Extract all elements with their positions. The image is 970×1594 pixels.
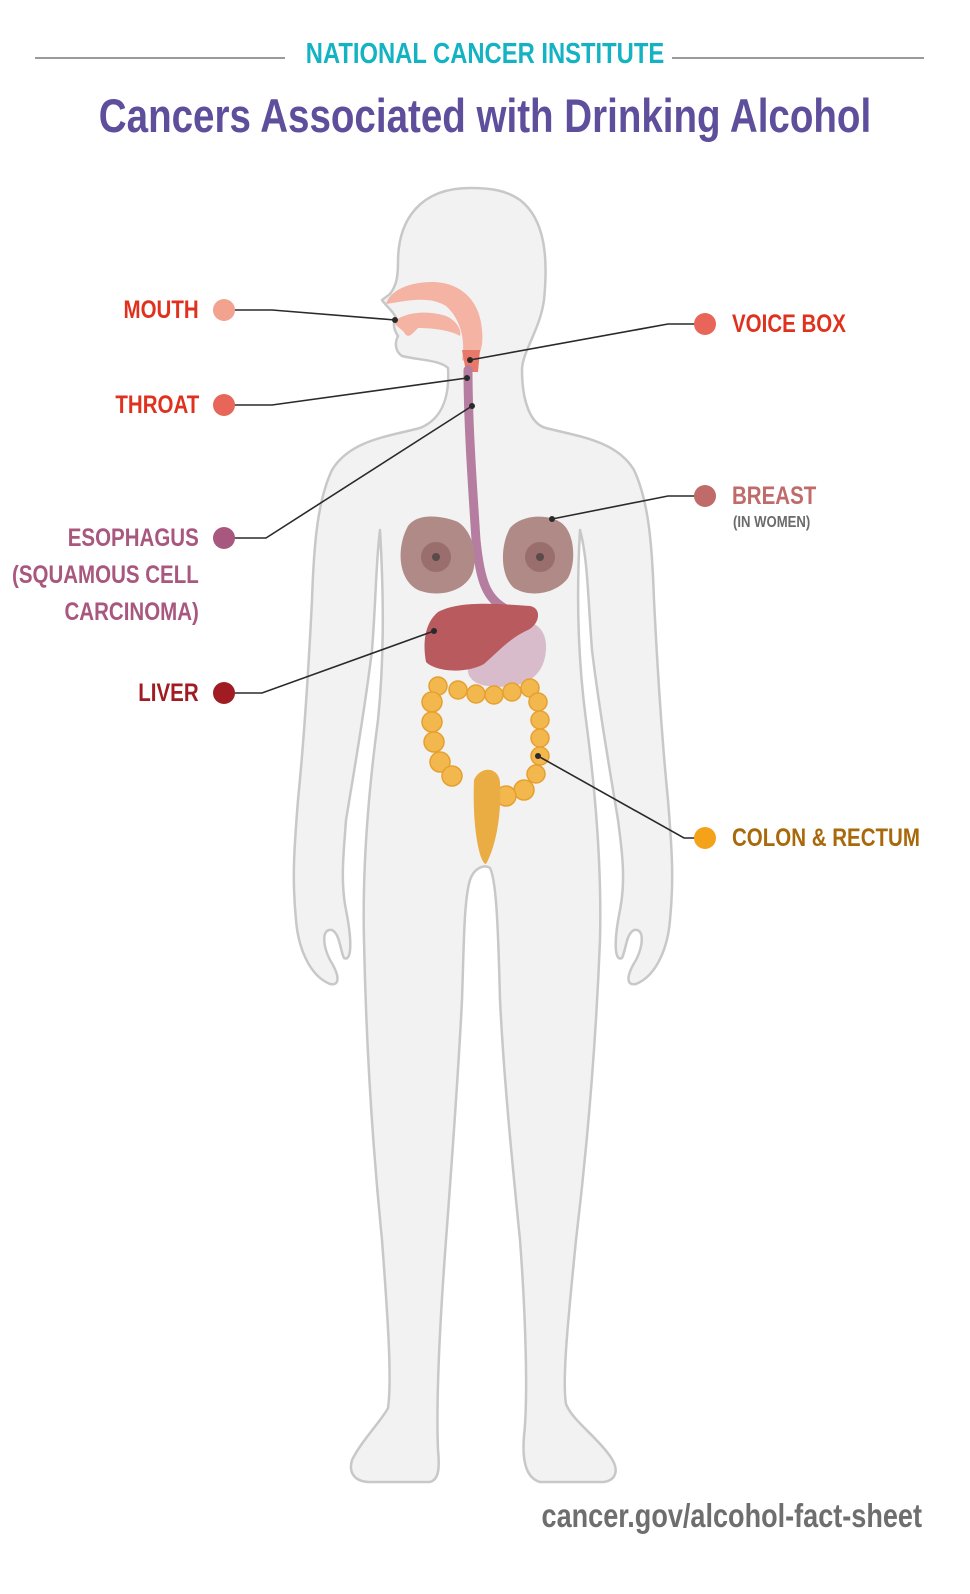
rectum-organ	[473, 769, 501, 864]
label-throat: THROAT	[115, 391, 199, 419]
label-breast: BREAST	[732, 482, 817, 510]
liver-dot	[213, 682, 235, 704]
breast-right-organ	[502, 516, 574, 594]
source-url: cancer.gov/alcohol-fact-sheet	[541, 1497, 922, 1534]
mouth-cavity	[386, 282, 483, 364]
header-rule-left	[35, 57, 285, 59]
liver-organ	[424, 603, 539, 671]
label-esophagus: ESOPHAGUS	[67, 524, 199, 552]
esophagus-organ	[463, 365, 513, 615]
breast-left-organ	[400, 516, 475, 594]
label-esophagus-line2: (SQUAMOUS CELL	[12, 561, 199, 589]
esophagus-dot	[213, 527, 235, 549]
colon-organ	[421, 676, 550, 807]
mouth-dot	[213, 299, 235, 321]
label-mouth: MOUTH	[123, 296, 199, 324]
colon-rectum-dot	[694, 827, 716, 849]
leader-endpoints	[392, 317, 555, 759]
breast-dot	[694, 485, 716, 507]
throat-dot	[213, 394, 235, 416]
label-colon-rectum: COLON & RECTUM	[732, 824, 920, 852]
page-title: Cancers Associated with Drinking Alcohol	[98, 89, 872, 142]
header-rule-right	[672, 57, 924, 59]
stomach-organ	[467, 621, 547, 687]
label-breast-sub: (IN WOMEN)	[733, 514, 811, 531]
label-esophagus-line3: CARCINOMA)	[64, 598, 199, 626]
organization-name: NATIONAL CANCER INSTITUTE	[305, 38, 665, 70]
label-voice-box: VOICE BOX	[732, 310, 846, 338]
label-liver: LIVER	[138, 679, 199, 707]
voice-box-dot	[694, 313, 716, 335]
